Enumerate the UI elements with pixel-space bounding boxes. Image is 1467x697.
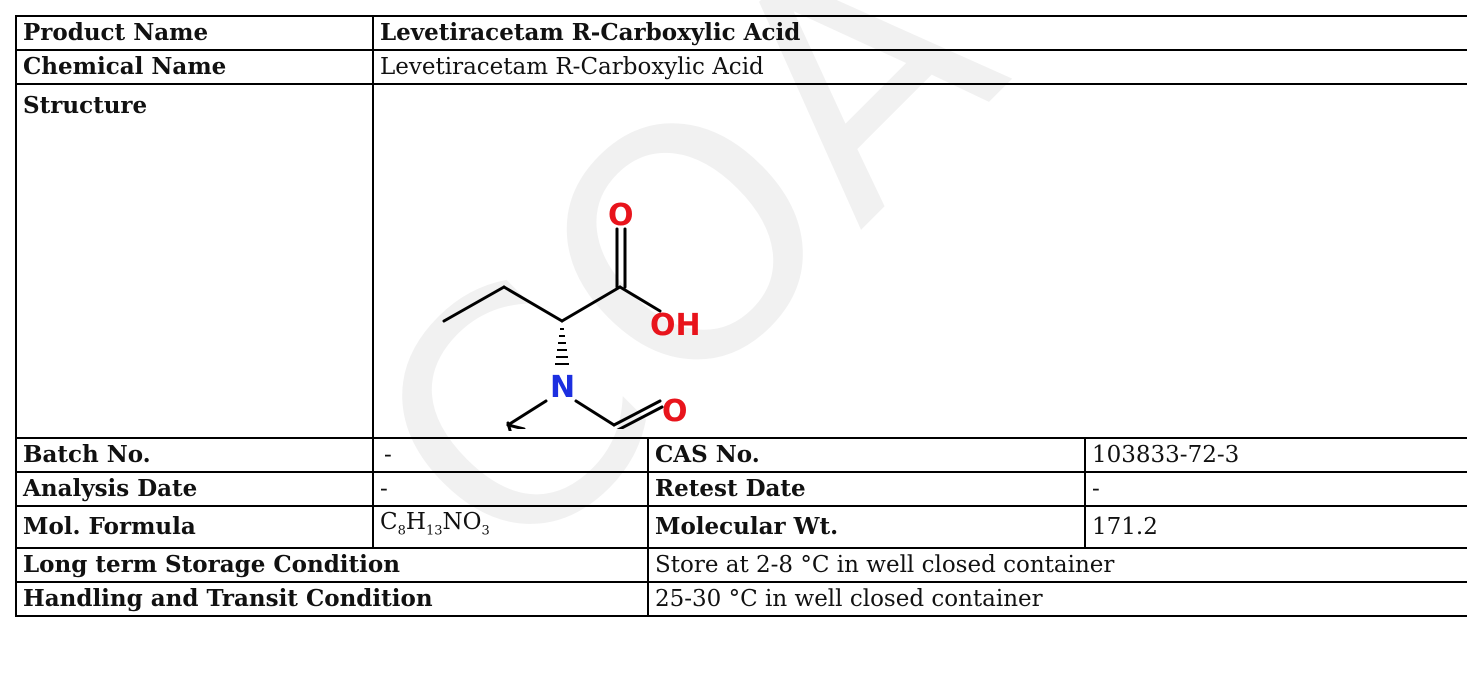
mw-label: Molecular Wt. (647, 505, 1086, 549)
formula-h-count: 13 (425, 523, 443, 539)
analysis-date-label: Analysis Date (15, 471, 374, 507)
bond-hydroxyl (618, 285, 662, 313)
formula-o-count: 3 (481, 523, 490, 539)
product-table: Product Name Levetiracetam R-Carboxylic … (15, 15, 1467, 617)
chemical-name-value: Levetiracetam R-Carboxylic Acid (372, 49, 1467, 85)
row-analysis-retest: Analysis Date - Retest Date - (15, 471, 1467, 507)
product-name-label: Product Name (15, 15, 374, 51)
cas-value: 103833-72-3 (1084, 437, 1467, 473)
bond-ring-carbonyl-1 (612, 399, 662, 427)
structure-cell: O OH N O (372, 83, 1467, 439)
storage-value: Store at 2-8 °C in well closed container (647, 546, 1467, 583)
chemical-name-label: Chemical Name (15, 49, 374, 85)
retest-label: Retest Date (647, 471, 1086, 507)
ring-lower-diagram (506, 421, 512, 431)
formula-c-count: 8 (397, 523, 406, 539)
chemical-structure-diagram: O OH N O (442, 198, 701, 429)
cas-label: CAS No. (647, 437, 1086, 473)
batch-value: - (372, 437, 649, 473)
retest-value: - (1084, 471, 1467, 507)
row-handling: Handling and Transit Condition 25-30 °C … (15, 580, 1467, 617)
row-structure: Structure (15, 83, 1467, 439)
storage-label: Long term Storage Condition (15, 546, 649, 583)
atom-oxygen-ring: O (662, 394, 688, 429)
batch-label: Batch No. (15, 437, 374, 473)
bond-ethyl (502, 285, 564, 323)
formula-h: H (405, 509, 426, 535)
row-storage: Long term Storage Condition Store at 2-8… (15, 546, 1467, 583)
atom-nitrogen: N (550, 370, 575, 405)
atom-hydroxyl: OH (650, 308, 701, 343)
bond-methyl (442, 285, 506, 323)
atom-oxygen-top: O (608, 198, 634, 233)
row-product-name: Product Name Levetiracetam R-Carboxylic … (15, 15, 1467, 51)
analysis-date-value: - (372, 471, 649, 507)
row-formula-mw: Mol. Formula C8H13NO3 Molecular Wt. 171.… (15, 505, 1467, 549)
bond-c5-c4 (506, 423, 526, 429)
bond-n-c2 (574, 399, 616, 427)
bond-c5-c4-lower (506, 421, 512, 431)
product-info-sheet: Product Name Levetiracetam R-Carboxylic … (15, 15, 1467, 617)
product-name-value: Levetiracetam R-Carboxylic Acid (372, 15, 1467, 51)
formula-no: NO (442, 509, 482, 535)
bond-alpha-carboxyl (560, 285, 622, 323)
mw-value: 171.2 (1084, 505, 1467, 549)
formula-value: C8H13NO3 (372, 505, 649, 549)
handling-label: Handling and Transit Condition (15, 580, 649, 617)
stereo-hash-wedge (555, 328, 569, 365)
row-chemical-name: Chemical Name Levetiracetam R-Carboxylic… (15, 49, 1467, 85)
formula-label: Mol. Formula (15, 505, 374, 549)
formula-c: C (380, 509, 398, 535)
handling-value: 25-30 °C in well closed container (647, 580, 1467, 617)
bond-ring-carbonyl-2 (616, 405, 664, 429)
structure-label: Structure (15, 83, 374, 439)
bond-n-c5 (506, 399, 548, 427)
row-batch-cas: Batch No. - CAS No. 103833-72-3 (15, 437, 1467, 473)
